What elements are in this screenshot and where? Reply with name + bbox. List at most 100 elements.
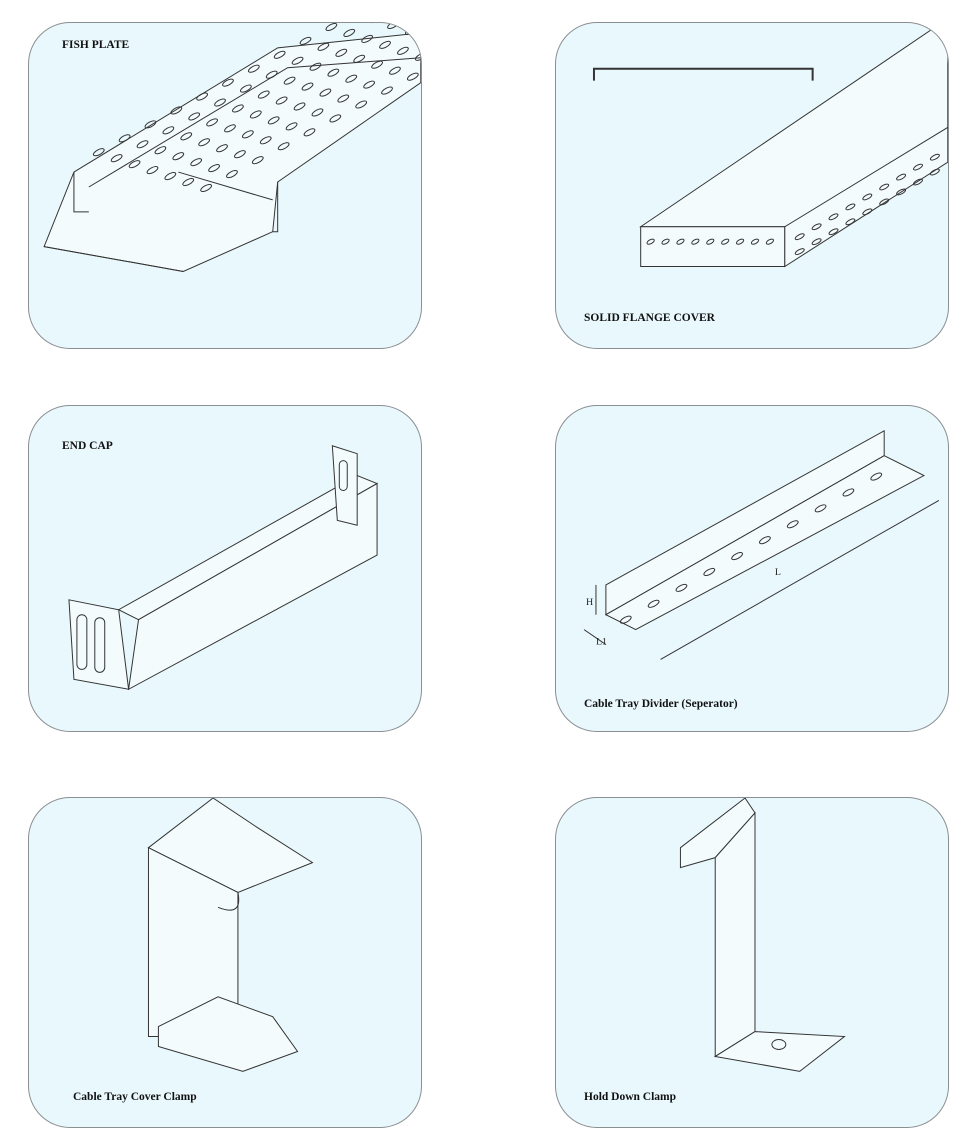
perforation-slot (222, 78, 234, 87)
perforation-slot (214, 98, 226, 107)
panel-hold-down-clamp: Hold Down Clamp (555, 797, 949, 1128)
panel-label: Cable Tray Cover Clamp (73, 1091, 197, 1103)
perforation-slot (285, 122, 298, 131)
perforation-slot (249, 110, 262, 119)
perforation-slot (619, 615, 632, 624)
perforation-slot (765, 238, 775, 245)
perforation-slot (691, 238, 700, 245)
panel-label: Hold Down Clamp (584, 1091, 677, 1103)
perforation-slot (896, 173, 907, 181)
perforation-slot (355, 100, 368, 109)
perforation-slot (703, 567, 716, 577)
panel-fish-plate: FISH PLATE (28, 22, 422, 349)
perforation-slot (224, 124, 236, 133)
perforation-slot (259, 136, 272, 145)
perforation-slot (309, 62, 322, 71)
perforation-slot (735, 238, 745, 245)
perforation-slot (239, 84, 252, 93)
perforation-slot (251, 156, 264, 165)
perforation-slot (381, 86, 393, 95)
perforation-slot (317, 42, 330, 51)
perforation-slot (845, 203, 856, 211)
perforation-slot (216, 144, 228, 153)
perforation-slot (879, 198, 890, 206)
perforation-slot (110, 154, 123, 163)
perforation-slot (162, 126, 175, 135)
perforation-slot (337, 94, 350, 103)
perforation-slot (870, 472, 883, 481)
perforation-slot (414, 52, 421, 61)
perforation-slot (226, 170, 238, 179)
perforation-slot (389, 66, 401, 75)
perforation-slot (369, 23, 381, 24)
perforation-slot (814, 504, 827, 513)
perforation-slot (92, 148, 105, 157)
perforation-slot (929, 153, 940, 161)
perforation-slot (647, 599, 660, 608)
dimension-h: H (586, 597, 593, 608)
perforation-slot (811, 238, 822, 246)
end-cap-drawing (68, 445, 379, 691)
perforation-slot (828, 213, 839, 221)
perforation-slot (247, 64, 260, 73)
perforation-slot (862, 208, 873, 216)
dimension-l1: L1 (596, 637, 607, 648)
perforation-slot (845, 218, 856, 226)
cover-clamp-drawing (147, 798, 314, 1072)
perforation-slot (731, 552, 743, 561)
panel-label: SOLID FLANGE COVER (584, 312, 715, 324)
perforation-slot (311, 108, 324, 117)
solid-flange-cover-drawing (592, 27, 948, 268)
perforation-slot (646, 238, 655, 245)
perforation-slot (206, 118, 218, 127)
perforation-slot (361, 34, 374, 43)
hold-down-clamp-drawing (679, 798, 846, 1072)
perforation-slot (146, 166, 159, 175)
perforation-slot (319, 88, 332, 97)
panel-label: END CAP (62, 440, 113, 452)
perforation-slot (335, 48, 348, 57)
perforation-slot (200, 183, 213, 193)
perforation-slot (675, 583, 688, 592)
perforation-slot (303, 128, 316, 137)
perforation-slot (329, 114, 342, 123)
perforation-slot (661, 238, 670, 245)
perforation-slot (232, 104, 244, 113)
perforation-slot (283, 76, 296, 85)
perforation-slot (293, 102, 306, 111)
panel-cable-tray-divider: H L L1 Cable Tray Divider (Seperator) (555, 405, 949, 732)
perforation-slot (371, 60, 383, 69)
perforation-slot (721, 238, 730, 245)
perforation-slot (172, 152, 185, 161)
perforation-slot (896, 188, 907, 196)
perforation-slot (234, 150, 246, 159)
perforation-slot (828, 228, 839, 236)
perforation-slot (397, 46, 409, 55)
perforation-slot (343, 28, 356, 37)
perforation-slot (198, 138, 211, 147)
perforation-slot (794, 248, 805, 256)
perforation-slot (912, 163, 923, 171)
perforation-slot (182, 177, 195, 187)
perforation-slot (299, 36, 312, 45)
perforation-slot (879, 183, 890, 191)
perforation-slot (759, 536, 771, 545)
perforation-slot (353, 54, 366, 63)
perforation-slot (379, 40, 391, 49)
perforation-slot (387, 23, 399, 30)
perforation-slot (842, 488, 855, 497)
panel-cable-tray-cover-clamp: Cable Tray Cover Clamp (28, 797, 422, 1128)
perforation-slot (786, 520, 799, 529)
perforation-slot (180, 132, 193, 141)
perforation-slot (706, 238, 715, 245)
perforation-slot (188, 112, 201, 121)
perforation-slot (929, 168, 940, 176)
perforation-slot (676, 238, 685, 245)
perforation-slot (241, 130, 254, 139)
perforation-slot (196, 92, 209, 101)
perforation-slot (208, 164, 220, 173)
perforation-slot (794, 233, 805, 241)
perforation-slot (862, 193, 873, 201)
perforation-slot (325, 23, 338, 32)
perforation-slot (345, 74, 358, 83)
